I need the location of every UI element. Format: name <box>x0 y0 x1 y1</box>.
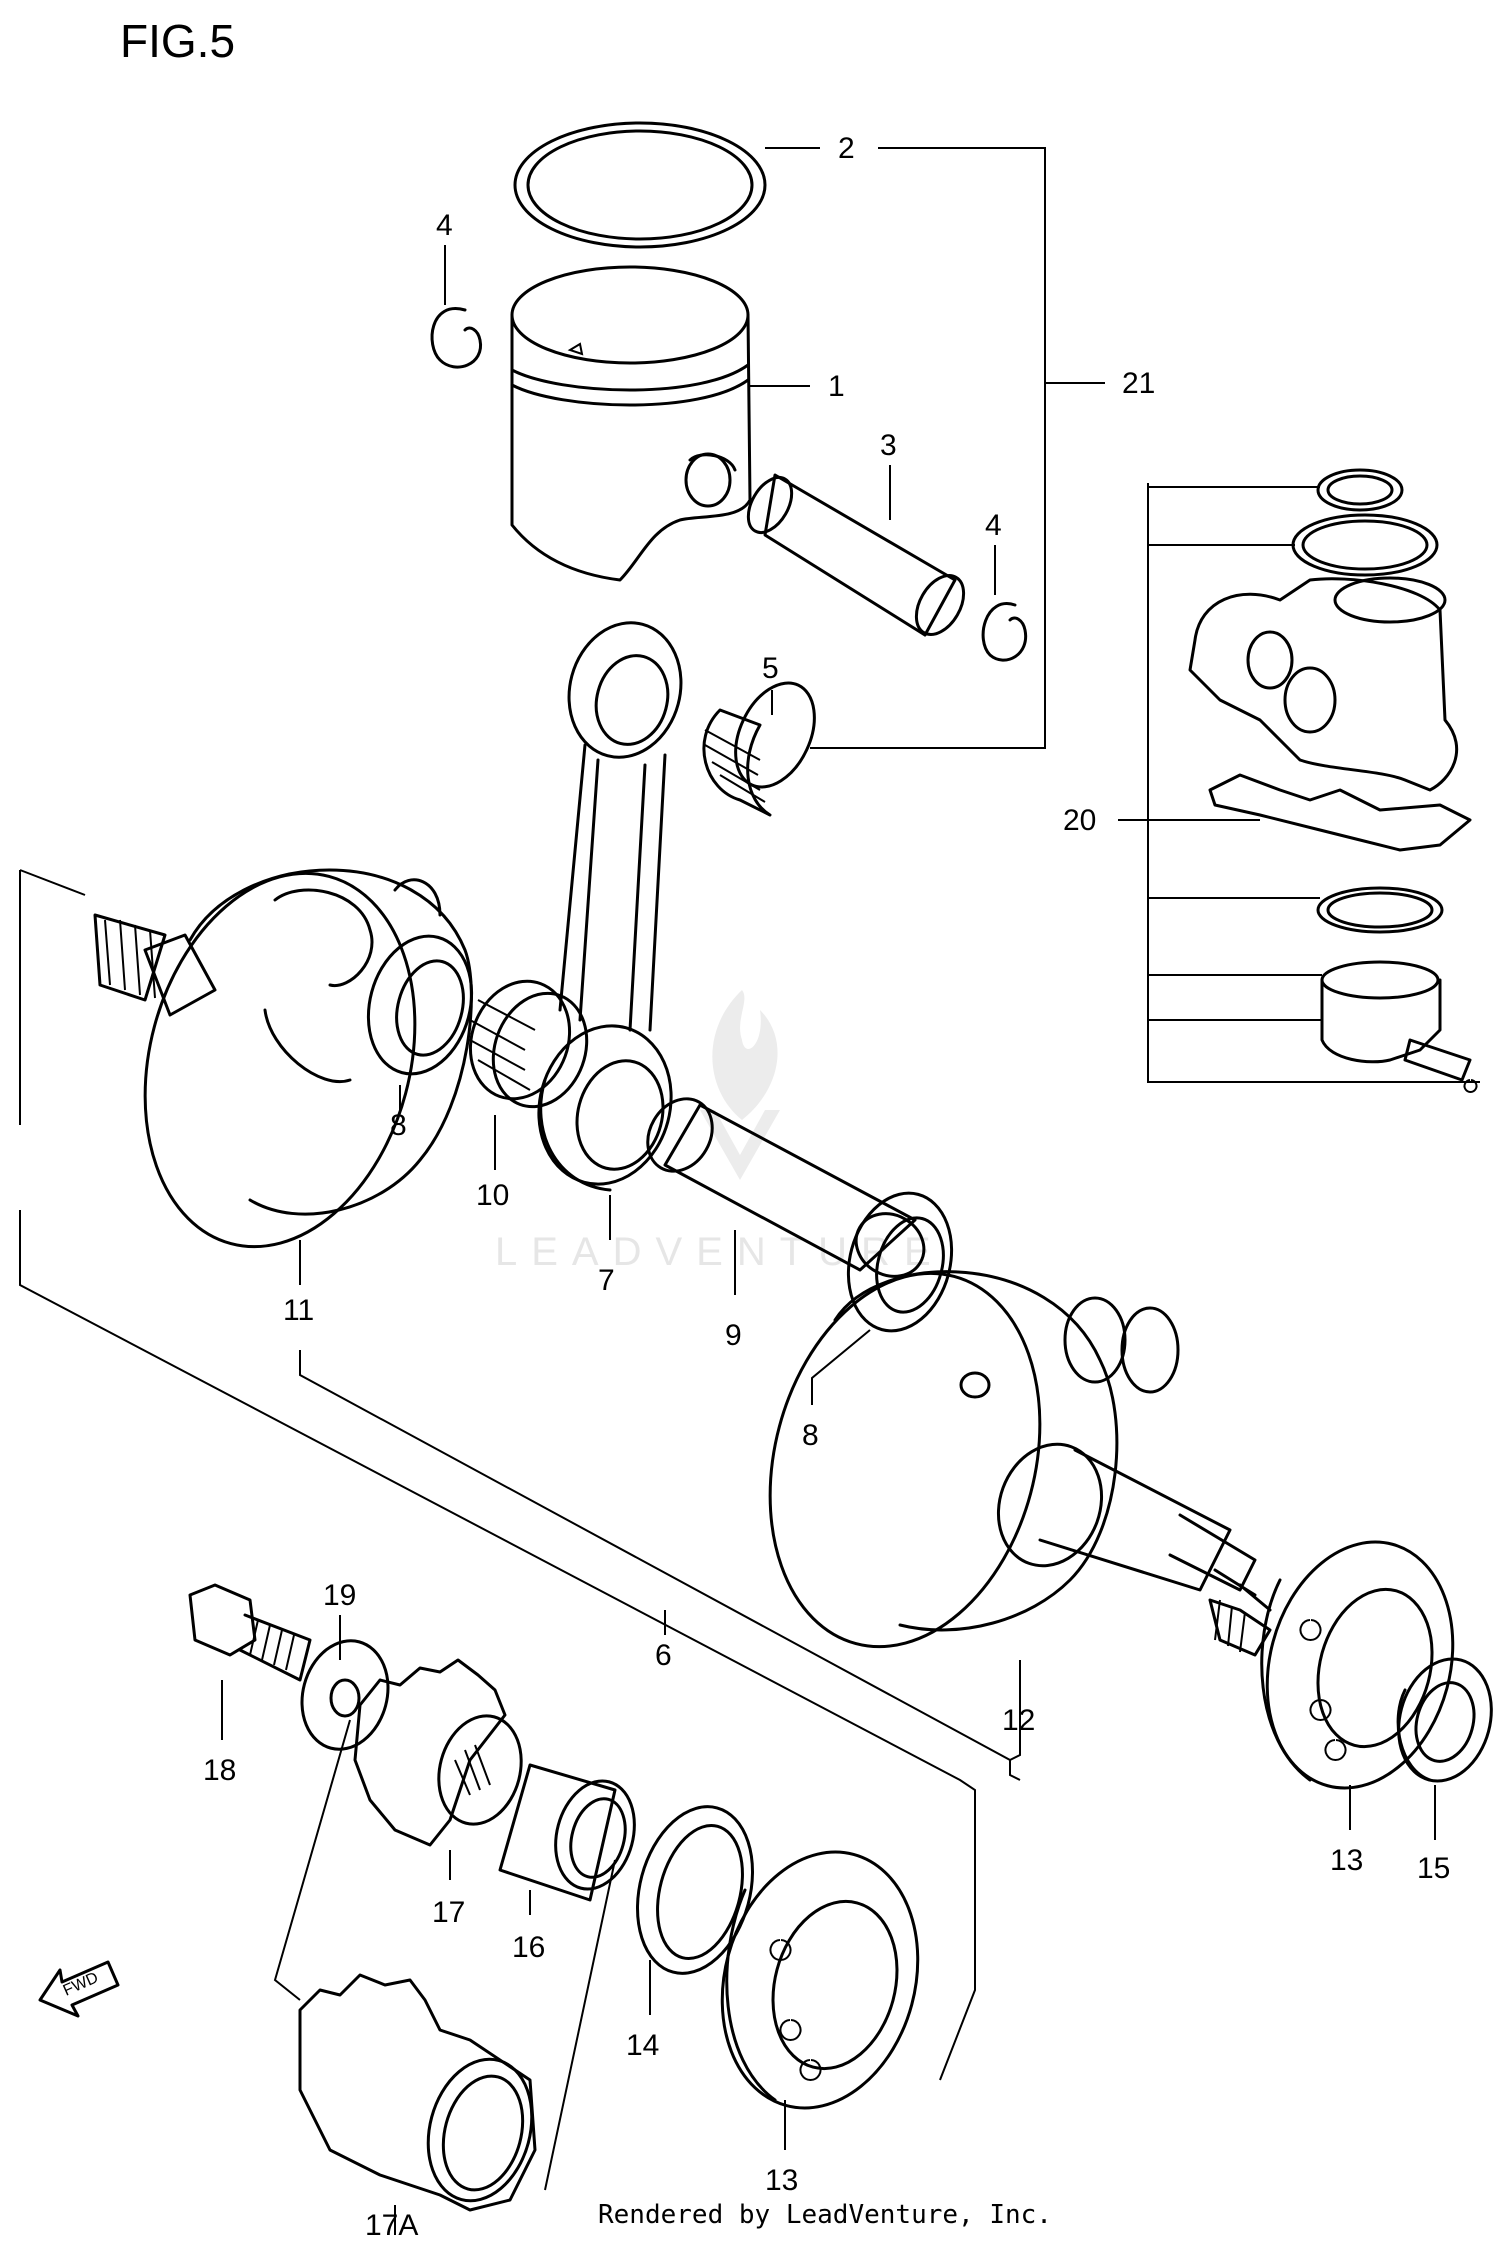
callout-12: 12 <box>1002 1704 1035 1737</box>
callout-16: 16 <box>512 1931 545 1964</box>
callout-6: 6 <box>655 1639 672 1672</box>
callout-5: 5 <box>762 652 779 685</box>
callout-2: 2 <box>838 132 855 165</box>
oil-seal-right <box>1396 1657 1493 1783</box>
crankshaft-right <box>768 1270 1272 1657</box>
callout-4-right: 4 <box>985 509 1002 542</box>
piston-pin <box>746 473 966 637</box>
callout-10: 10 <box>476 1179 509 1212</box>
callout-15: 15 <box>1417 1852 1450 1885</box>
callout-19: 19 <box>323 1579 356 1612</box>
oil-seal-left <box>635 1805 755 1975</box>
piston <box>510 265 752 582</box>
callout-14: 14 <box>626 2029 659 2062</box>
callout-8-right: 8 <box>802 1419 819 1452</box>
connecting-rod <box>537 621 683 1192</box>
fwd-arrow-icon: FWD <box>38 1960 120 2018</box>
callout-4-left: 4 <box>436 209 453 242</box>
callout-7: 7 <box>598 1264 615 1297</box>
cylinder-kit <box>1188 468 1478 1093</box>
callout-17A: 17A <box>365 2209 418 2242</box>
callout-13-left: 13 <box>765 2164 798 2197</box>
callout-17: 17 <box>432 1896 465 1929</box>
watermark-flame-icon <box>712 990 778 1120</box>
spacer <box>498 1763 636 1902</box>
callout-11: 11 <box>283 1294 314 1327</box>
primary-drive-gear-alt <box>298 1973 537 2212</box>
crank-pin <box>646 1097 926 1278</box>
callout-labels: 2 1 21 4 3 4 5 20 8 10 7 9 8 11 6 12 13 … <box>203 132 1450 2242</box>
callout-9: 9 <box>725 1319 742 1352</box>
primary-drive-gear <box>353 1658 523 1847</box>
leader-lines <box>19 147 1480 2235</box>
bearing-left <box>720 1850 920 2110</box>
piston-ring <box>513 121 767 249</box>
washer <box>300 1639 390 1751</box>
footer-credit: Rendered by LeadVenture, Inc. <box>598 2200 1052 2230</box>
big-end-bearing <box>468 979 589 1109</box>
watermark: LEADVENTURE <box>495 990 931 1274</box>
callout-21: 21 <box>1122 367 1155 400</box>
circlip-left <box>430 307 482 369</box>
callout-1: 1 <box>828 370 845 403</box>
callout-8-left: 8 <box>390 1109 407 1142</box>
circlip-right <box>981 602 1028 662</box>
bearing-right <box>1260 1540 1455 1790</box>
callout-13-right: 13 <box>1330 1844 1363 1877</box>
callout-20: 20 <box>1063 804 1096 837</box>
thrust-washer-left <box>366 934 474 1076</box>
callout-3: 3 <box>880 429 897 462</box>
crankshaft-left <box>93 868 473 1249</box>
bolt <box>188 1583 312 1682</box>
watermark-v-icon <box>700 1110 780 1180</box>
small-end-bearing <box>702 681 816 817</box>
callout-18: 18 <box>203 1754 236 1787</box>
figure-title: FIG.5 <box>120 15 236 67</box>
